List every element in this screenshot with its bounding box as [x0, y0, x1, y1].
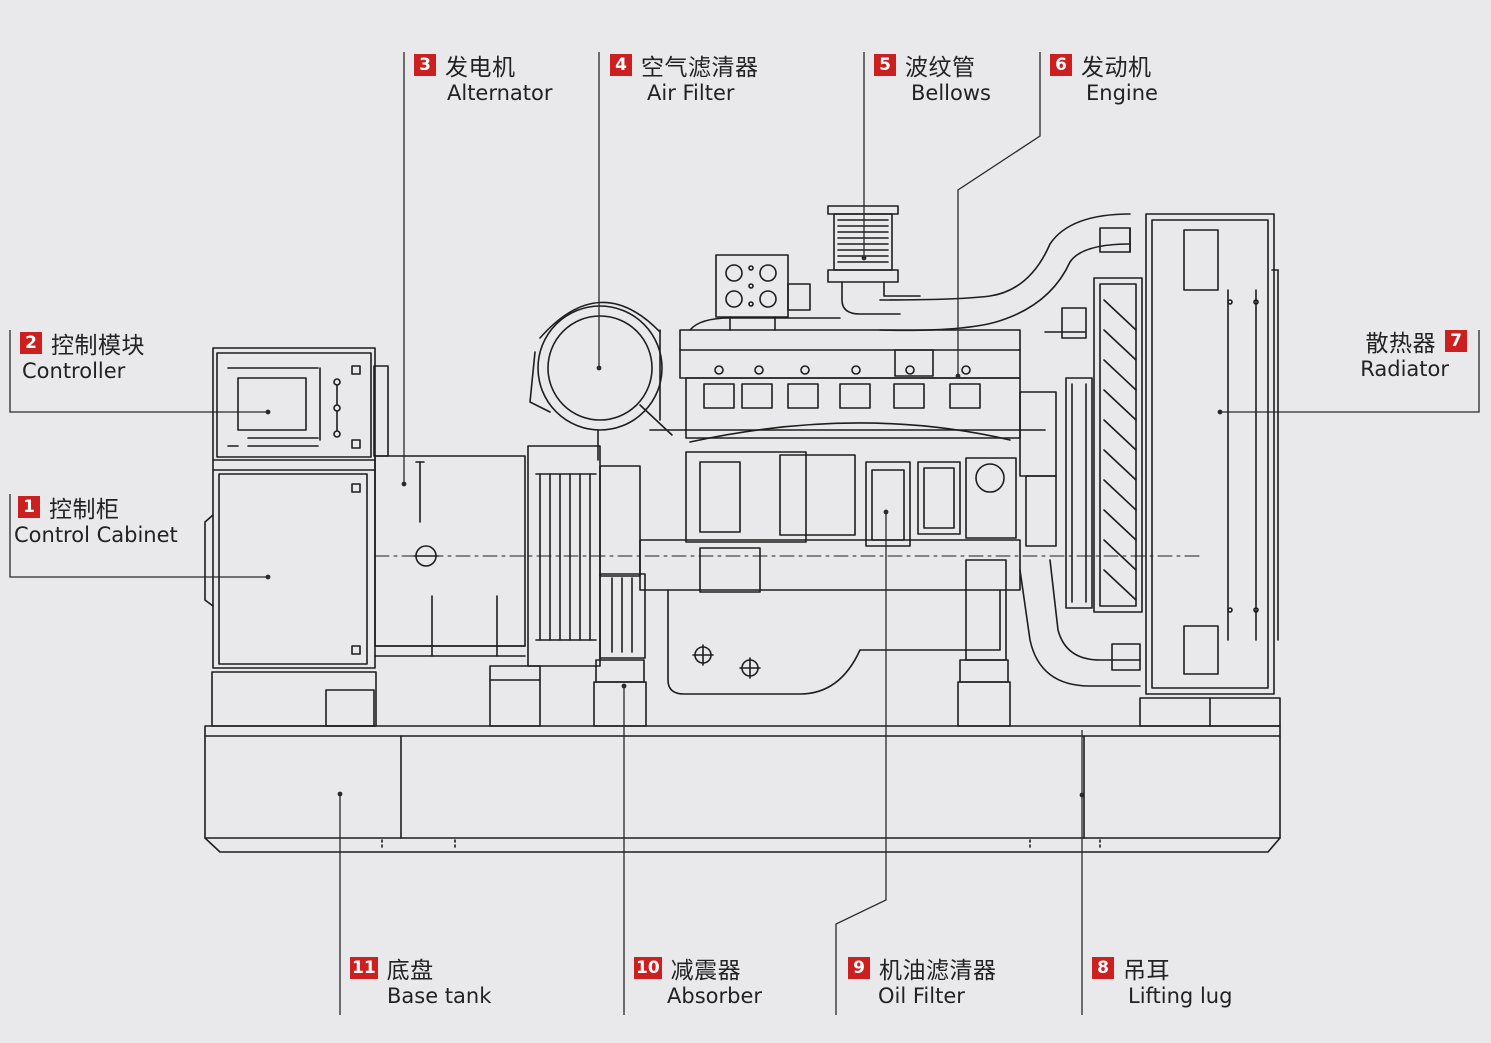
- callout-number-badge: 11: [350, 957, 378, 979]
- callout-radiator: 散热器 7 Radiator: [1360, 328, 1467, 384]
- callout-number-badge: 9: [848, 957, 870, 979]
- leader-radiator: [1220, 330, 1480, 413]
- callout-label-en: Absorber: [667, 984, 763, 1008]
- absorber-drawing: [593, 559, 1011, 727]
- callout-label-en: Lifting lug: [1128, 984, 1233, 1008]
- callout-controller: 2 控制模块 Controller: [20, 330, 145, 386]
- callout-label-cn: 机油滤清器: [879, 958, 997, 984]
- callout-label-cn: 波纹管: [905, 55, 976, 81]
- callout-lifting-lug: 8 吊耳 Lifting lug: [1092, 955, 1232, 1011]
- callout-number-badge: 8: [1092, 957, 1114, 979]
- leader-dots: [265, 255, 1223, 798]
- callout-label-cn: 散热器: [1365, 331, 1436, 357]
- base-tank-drawing: [204, 725, 1281, 853]
- callout-label-en: Air Filter: [647, 81, 735, 105]
- callout-label-en: Alternator: [447, 81, 553, 105]
- callout-label-cn: 空气滤清器: [641, 55, 759, 81]
- callout-label-en: Bellows: [911, 81, 991, 105]
- gauge-panel-drawing: [715, 254, 811, 331]
- callout-label-en: Base tank: [387, 984, 492, 1008]
- callout-label-en: Controller: [22, 359, 126, 383]
- leader-lines: [9, 52, 1480, 1015]
- callout-engine: 6 发动机 Engine: [1050, 52, 1158, 108]
- callout-oil-filter: 9 机油滤清器 Oil Filter: [848, 955, 997, 1011]
- radiator-drawing: [1065, 213, 1281, 727]
- callout-bellows: 5 波纹管 Bellows: [874, 52, 991, 108]
- callout-absorber: 10 减震器 Absorber: [634, 955, 762, 1011]
- callout-label-cn: 控制模块: [51, 333, 145, 359]
- callout-label-en: Engine: [1086, 81, 1158, 105]
- callout-number-badge: 2: [20, 332, 42, 354]
- callout-number-badge: 1: [18, 496, 40, 518]
- callout-label-en: Radiator: [1360, 357, 1449, 381]
- callout-base-tank: 11 底盘 Base tank: [350, 955, 491, 1011]
- callout-label-cn: 吊耳: [1123, 958, 1170, 984]
- callout-label-en: Oil Filter: [878, 984, 965, 1008]
- callout-control-cabinet: 1 控制柜 Control Cabinet: [14, 494, 178, 550]
- leader-oil-filter: [835, 512, 887, 1015]
- callout-label-en: Control Cabinet: [14, 523, 178, 547]
- callout-label-cn: 发动机: [1081, 55, 1152, 81]
- leader-controller: [9, 330, 268, 413]
- callout-label-cn: 发电机: [445, 55, 516, 81]
- callout-number-badge: 6: [1050, 54, 1072, 76]
- callout-number-badge: 4: [610, 54, 632, 76]
- leader-control-cabinet: [9, 494, 268, 578]
- control-cabinet-drawing: [204, 347, 389, 727]
- leader-engine: [957, 52, 1041, 376]
- engine-drawing: [599, 317, 1057, 695]
- alternator-drawing: [374, 445, 601, 727]
- coolant-piping-drawing: [879, 213, 1141, 687]
- bellows-drawing: [827, 205, 921, 315]
- callout-number-badge: 7: [1445, 330, 1467, 352]
- callout-alternator: 3 发电机 Alternator: [414, 52, 553, 108]
- callout-label-cn: 控制柜: [49, 497, 120, 523]
- air-filter-drawing: [529, 301, 673, 461]
- callout-number-badge: 5: [874, 54, 896, 76]
- callout-number-badge: 10: [634, 957, 662, 979]
- callout-number-badge: 3: [414, 54, 436, 76]
- callout-label-cn: 底盘: [386, 958, 434, 984]
- callout-air-filter: 4 空气滤清器 Air Filter: [610, 52, 759, 108]
- callout-label-cn: 减震器: [670, 958, 742, 984]
